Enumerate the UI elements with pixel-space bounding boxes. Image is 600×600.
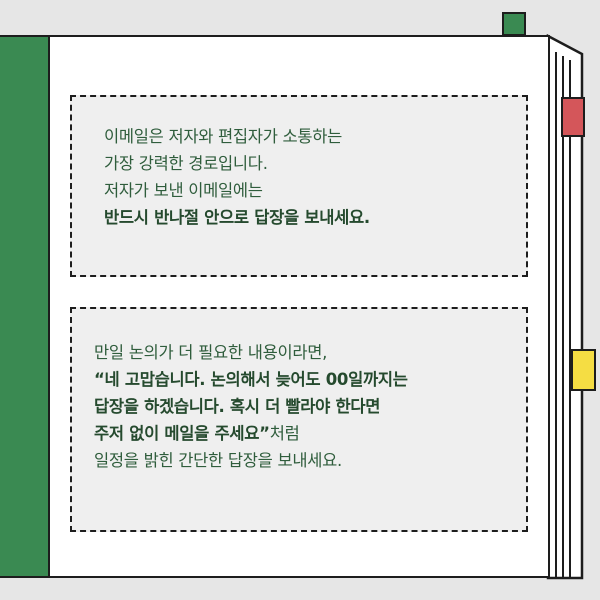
red-bookmark-tab — [561, 97, 585, 137]
reply-example-box: 만일 논의가 더 필요한 내용이라면, “네 고맙습니다. 논의해서 늦어도 0… — [70, 307, 528, 532]
emphasis-line: 반드시 반나절 안으로 답장을 보내세요. — [104, 208, 370, 227]
text-line: 만일 논의가 더 필요한 내용이라면, — [94, 343, 328, 362]
quote-suffix: 처럼 — [269, 424, 300, 443]
text-line: 일정을 밝힌 간단한 답장을 보내세요. — [94, 451, 342, 470]
quote-line: “네 고맙습니다. 논의해서 늦어도 00일까지는 — [94, 370, 408, 389]
email-importance-box: 이메일은 저자와 편집자가 소통하는 가장 강력한 경로입니다. 저자가 보낸 … — [70, 95, 528, 277]
green-bookmark-tab — [502, 12, 526, 36]
yellow-bookmark-tab — [571, 349, 596, 391]
text-line: 가장 강력한 경로입니다. — [104, 154, 268, 173]
text-line: 이메일은 저자와 편집자가 소통하는 — [104, 127, 343, 146]
quote-line-mixed: 주저 없이 메일을 주세요”처럼 — [94, 420, 526, 447]
text-line: 저자가 보낸 이메일에는 — [104, 181, 263, 200]
notebook-spine — [0, 37, 50, 576]
quote-line: 답장을 하겠습니다. 혹시 더 빨라야 한다면 — [94, 397, 381, 416]
quote-end: 주저 없이 메일을 주세요” — [94, 424, 270, 443]
